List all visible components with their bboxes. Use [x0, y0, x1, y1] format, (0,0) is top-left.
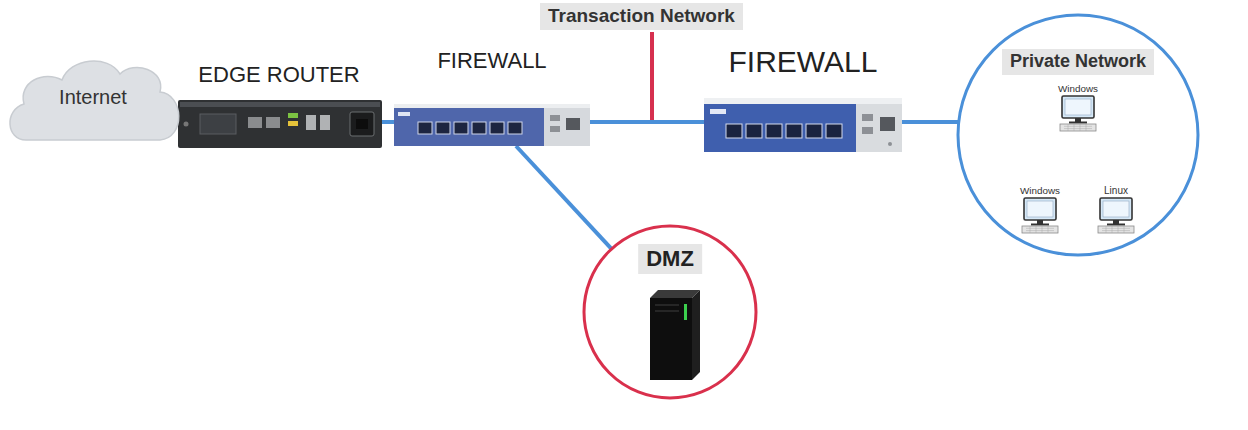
network-label-box: Transaction Network: [540, 3, 743, 30]
firewall-device: [704, 98, 902, 152]
cloud-shape: [10, 61, 179, 140]
cloud-node: Internet: [4, 52, 182, 148]
router-device: [178, 100, 382, 148]
node-label: Internet: [59, 85, 127, 109]
network-link: [902, 120, 959, 124]
node-label: Windows: [1058, 83, 1098, 95]
node-label: Private Network: [1002, 49, 1154, 75]
network-link: [382, 120, 394, 124]
transaction-stub: [650, 32, 654, 120]
node-label: Windows: [1020, 185, 1060, 197]
network-link: [590, 120, 704, 124]
circle-shape: [584, 226, 756, 398]
circle-shape: [958, 15, 1198, 255]
router-node: EDGE ROUTER: [176, 62, 382, 148]
node-label: Linux: [1104, 185, 1128, 197]
computer-icon: [1098, 198, 1134, 233]
dmz-circle: DMZ: [582, 224, 758, 400]
network-link: [516, 146, 612, 249]
firewall-node: FIREWALL: [394, 48, 590, 146]
firewall-node: FIREWALL: [704, 44, 902, 152]
computer-node: Windows: [1056, 83, 1100, 133]
node-label: Transaction Network: [548, 5, 735, 28]
node-label: FIREWALL: [729, 44, 878, 80]
node-label: DMZ: [638, 244, 702, 274]
computer-node: Windows: [1018, 185, 1062, 235]
firewall-device: [394, 104, 590, 146]
computer-node: Linux: [1094, 185, 1138, 235]
node-label: FIREWALL: [437, 48, 546, 74]
server-icon: [650, 290, 700, 380]
computer-icon: [1022, 198, 1058, 233]
network-circle: Private NetworkWindowsWindowsLinux: [956, 13, 1200, 257]
node-label: EDGE ROUTER: [198, 62, 359, 88]
computer-icon: [1060, 96, 1096, 131]
